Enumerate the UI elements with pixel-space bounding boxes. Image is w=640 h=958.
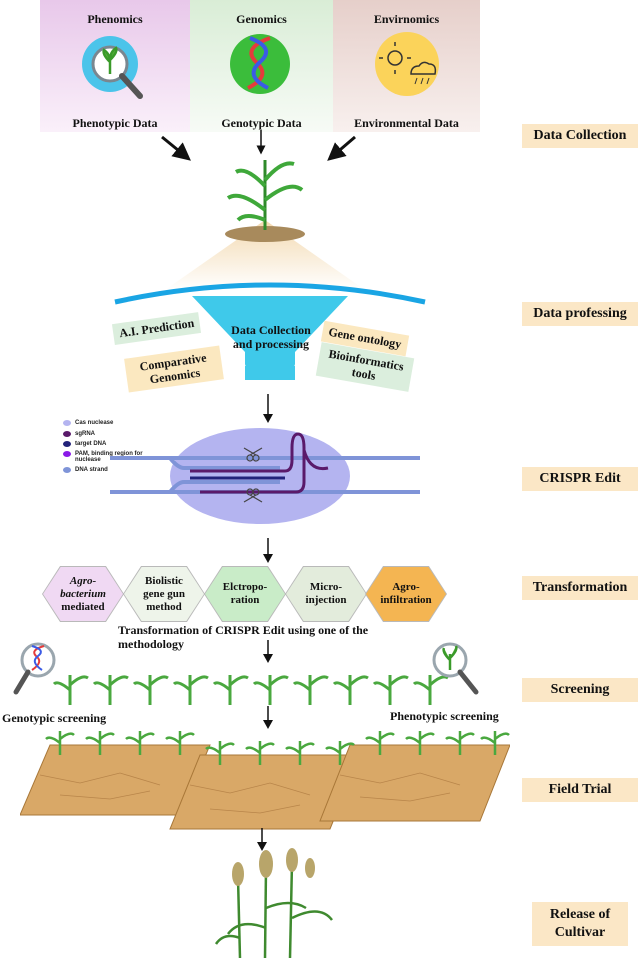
plant-magnifier-icon	[432, 642, 479, 695]
funnel-graphic	[114, 282, 426, 380]
method-electroporation: Elctropo-ration	[205, 567, 285, 621]
collection-arrows	[161, 130, 356, 161]
sorghum-plant-illustration	[214, 848, 333, 958]
arrow-to-field-trial	[263, 706, 273, 729]
dna-magnifier-icon	[13, 642, 56, 695]
arrow-to-crispr	[263, 394, 273, 423]
genotypic-data-label: Genotypic Data	[221, 116, 302, 130]
funnel-label: Data Collection and processing	[231, 323, 311, 351]
transformation-caption-line1: Transformation of CRISPR Edit using one …	[118, 623, 369, 637]
legend-pam: PAM, binding region for nuclease	[63, 451, 145, 463]
crispr-diagram	[110, 428, 420, 524]
step-field-trial: Field Trial	[522, 778, 638, 802]
environmental-data-label: Environmental Data	[354, 116, 459, 130]
step-crispr-edit: CRISPR Edit	[522, 467, 638, 491]
step-data-processing: Data professing	[522, 302, 638, 326]
phenomics-title: Phenomics	[87, 12, 143, 26]
seedling-row	[52, 675, 449, 705]
transformation-caption-line2: methodology	[118, 637, 184, 651]
arrow-to-screening	[263, 640, 273, 663]
legend-cas-nuclease: Cas nuclease	[63, 420, 113, 426]
legend-sgrna: sgRNA	[63, 431, 95, 437]
step-transformation: Transformation	[522, 576, 638, 600]
method-microinjection: Micro-injection	[286, 567, 366, 621]
phenotypic-data-label: Phenotypic Data	[72, 116, 158, 130]
legend-target-dna: target DNA	[63, 441, 106, 447]
legend-dna-strand: DNA strand	[63, 467, 108, 473]
phenomics-panel: Phenomics Phenotypic Data	[40, 0, 190, 132]
maize-plant-illustration	[165, 160, 365, 290]
genomics-title: Genomics	[236, 12, 287, 26]
field-plots	[20, 731, 510, 830]
weather-icon	[375, 32, 439, 96]
magnifier-plant-icon	[82, 36, 143, 99]
genomics-panel: Genomics Genotypic Data	[190, 0, 333, 132]
arrow-to-transformation	[263, 538, 273, 563]
envirnomics-panel: Envirnomics Environmental Data	[333, 0, 480, 132]
dna-icon	[230, 34, 290, 94]
step-release-of-cultivar: Release of Cultivar	[532, 902, 628, 946]
phenotypic-screening-label: Phenotypic screening	[390, 709, 499, 723]
envirnomics-title: Envirnomics	[373, 12, 440, 26]
step-screening: Screening	[522, 678, 638, 702]
method-agroinfiltration: Agro-infiltration	[366, 567, 446, 621]
step-data-collection: Data Collection	[522, 124, 638, 148]
genotypic-screening-label: Genotypic screening	[2, 711, 107, 725]
arrow-to-release	[257, 828, 267, 851]
